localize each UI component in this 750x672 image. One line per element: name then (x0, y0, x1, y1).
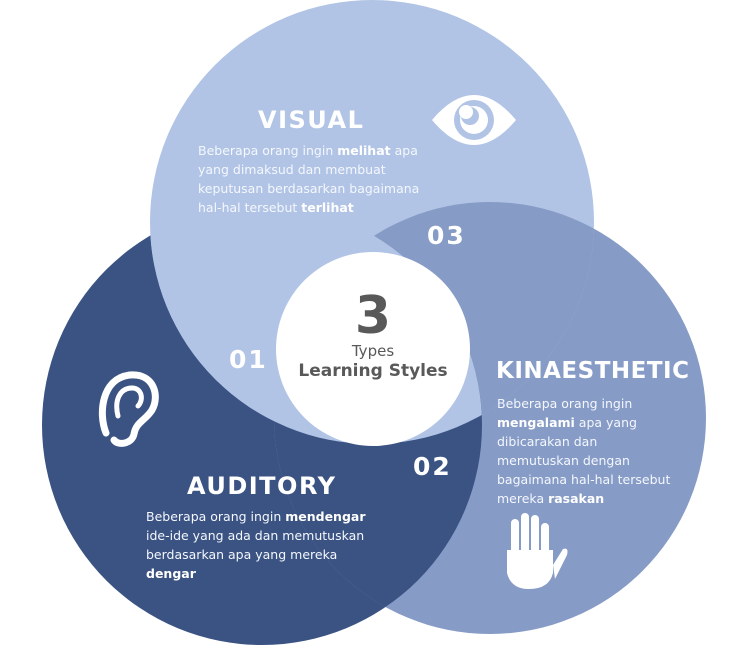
emphasis-text: rasakan (548, 491, 605, 506)
visual-number: 03 (427, 221, 466, 250)
emphasis-text: melihat (337, 143, 391, 158)
eye-icon (432, 95, 516, 145)
emphasis-text: dengar (146, 566, 196, 581)
ear-icon (98, 371, 159, 447)
description-text: Beberapa orang ingin (497, 396, 633, 411)
visual-description: Beberapa orang ingin melihat apa yang di… (198, 141, 423, 217)
auditory-number: 01 (229, 345, 268, 374)
auditory-description: Beberapa orang ingin mendengar ide-ide y… (146, 507, 391, 583)
description-text: Beberapa orang ingin (146, 509, 286, 524)
hand-icon (507, 513, 568, 589)
description-text: ide-ide yang ada dan memutuskan berdasar… (146, 528, 365, 562)
kinaesthetic-title: KINAESTHETIC (496, 358, 690, 384)
kinaesthetic-number: 02 (413, 452, 452, 481)
visual-title: VISUAL (258, 106, 365, 134)
center-label: 3 Types Learning Styles (276, 252, 470, 446)
emphasis-text: mengalami (497, 415, 575, 430)
learning-styles-label: Learning Styles (298, 361, 448, 381)
emphasis-text: mendengar (285, 509, 366, 524)
description-text: apa yang dibicarakan dan memutuskan deng… (497, 415, 671, 506)
types-label: Types (351, 342, 395, 360)
description-text: apa yang dimaksud dan membuat keputusan … (198, 143, 420, 215)
description-text: Beberapa orang ingin (198, 143, 338, 158)
types-count: 3 (354, 286, 392, 346)
auditory-title: AUDITORY (187, 472, 337, 500)
kinaesthetic-description: Beberapa orang ingin mengalami apa yang … (497, 394, 682, 508)
center-circle (276, 252, 470, 446)
emphasis-text: terlihat (301, 200, 354, 215)
